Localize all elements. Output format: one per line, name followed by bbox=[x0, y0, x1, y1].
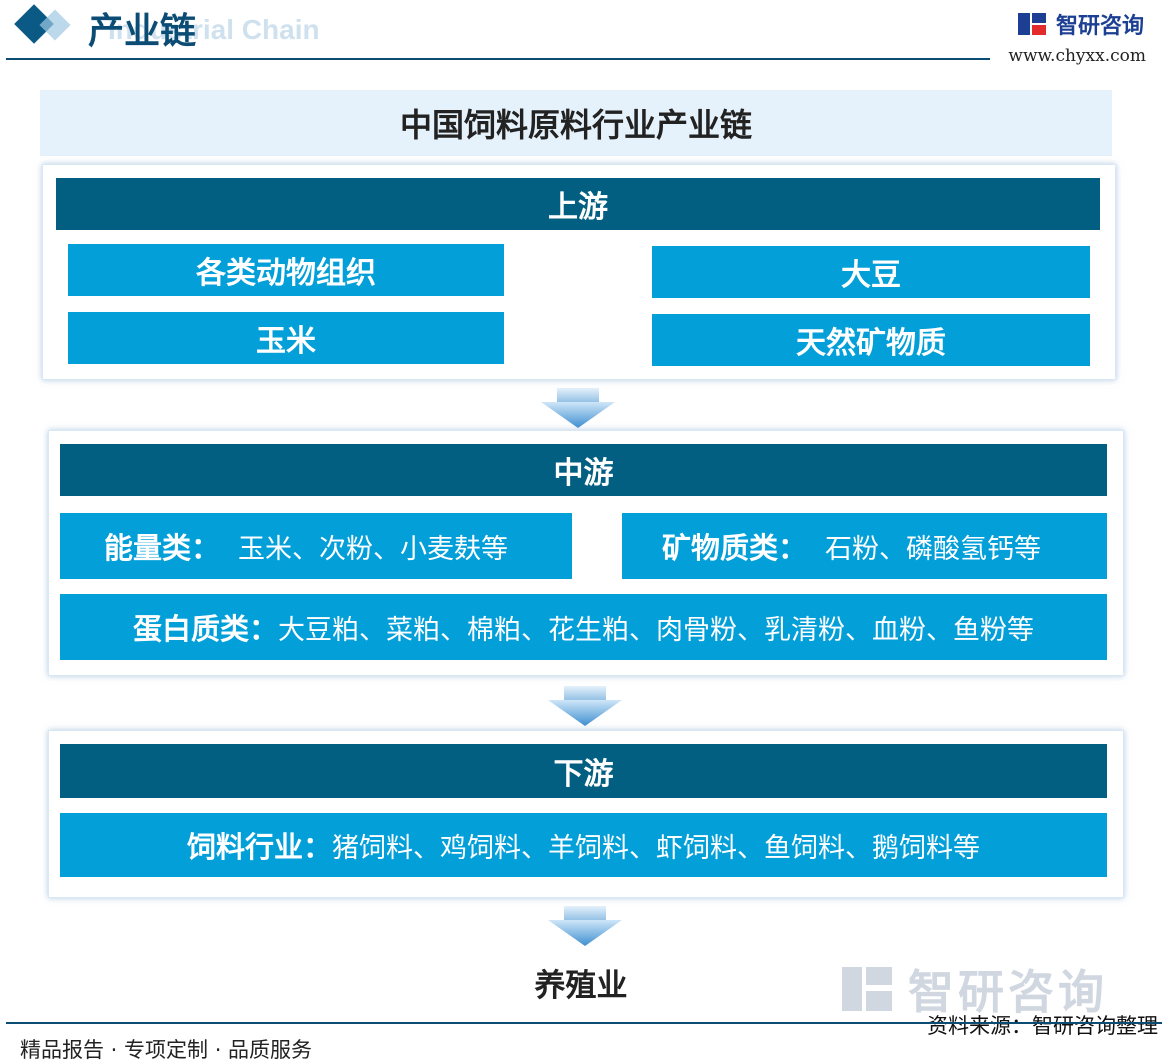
upstream-band: 上游 bbox=[56, 178, 1100, 230]
feed-label: 饲料行业： bbox=[186, 830, 332, 864]
midstream-protein: 蛋白质类： 大豆粕、菜粕、棉粕、花生粕、肉骨粉、乳清粉、血粉、鱼粉等 bbox=[60, 594, 1107, 660]
downstream-band: 下游 bbox=[60, 744, 1107, 798]
final-stage: 养殖业 bbox=[534, 968, 628, 1004]
midstream-energy: 能量类： 玉米、次粉、小麦麸等 bbox=[60, 513, 572, 579]
midstream-band: 中游 bbox=[60, 444, 1107, 496]
footer-divider bbox=[6, 1022, 1162, 1024]
header-divider bbox=[6, 58, 990, 60]
page-title: 产业链 bbox=[88, 10, 197, 52]
midstream-mineral: 矿物质类： 石粉、磷酸氢钙等 bbox=[622, 513, 1107, 579]
diagram-title: 中国饲料原料行业产业链 bbox=[40, 90, 1112, 156]
protein-value: 大豆粕、菜粕、棉粕、花生粕、肉骨粉、乳清粉、血粉、鱼粉等 bbox=[278, 614, 1034, 646]
brand-logo-icon bbox=[1017, 11, 1048, 37]
down-arrow-icon bbox=[548, 686, 622, 726]
protein-label: 蛋白质类： bbox=[132, 612, 278, 646]
watermark-brand: 智研咨询 bbox=[908, 965, 1108, 1019]
feed-value: 猪饲料、鸡饲料、羊饲料、虾饲料、鱼饲料、鹅饲料等 bbox=[332, 832, 980, 864]
down-arrow-icon bbox=[548, 906, 622, 946]
brand-name: 智研咨询 bbox=[1055, 14, 1144, 39]
downstream-feed: 饲料行业： 猪饲料、鸡饲料、羊饲料、虾饲料、鱼饲料、鹅饲料等 bbox=[60, 813, 1107, 877]
upstream-item: 各类动物组织 bbox=[68, 244, 504, 296]
upstream-item: 天然矿物质 bbox=[652, 314, 1090, 366]
mineral-value: 石粉、磷酸氢钙等 bbox=[825, 533, 1042, 565]
energy-label: 能量类： bbox=[104, 531, 221, 565]
upstream-item: 玉米 bbox=[68, 312, 504, 364]
source-note: 资料来源：智研咨询整理 bbox=[927, 1014, 1158, 1038]
brand-url: www.chyxx.com bbox=[1008, 46, 1146, 66]
watermark-logo-icon bbox=[842, 967, 894, 1011]
brand: 智研咨询 bbox=[1017, 8, 1144, 40]
footer-text: 精品报告 · 专项定制 · 品质服务 bbox=[20, 1038, 313, 1062]
energy-value: 玉米、次粉、小麦麸等 bbox=[238, 533, 509, 565]
down-arrow-icon bbox=[541, 388, 615, 428]
mineral-label: 矿物质类： bbox=[662, 531, 808, 565]
watermark-logo: 智研咨询 bbox=[842, 956, 1108, 1022]
upstream-item: 大豆 bbox=[652, 246, 1090, 298]
